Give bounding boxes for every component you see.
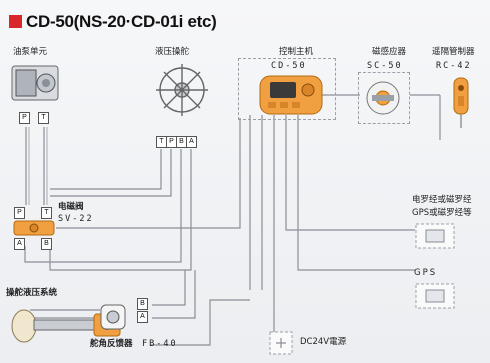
remote-label: 遥隔管制器	[432, 47, 475, 57]
steering-port-b: B	[137, 298, 148, 310]
gps-icon	[415, 283, 455, 309]
feedback-label: 舵角反馈器	[90, 339, 133, 349]
controller-label: 控制主机	[279, 47, 314, 57]
pump-icon	[11, 65, 59, 101]
feedback-code: FB-40	[142, 339, 178, 349]
helm-port-a: A	[186, 136, 197, 148]
compass-icon	[415, 223, 455, 249]
pump-port-p: P	[19, 112, 30, 124]
sensor-code: SC-50	[367, 61, 403, 71]
remote-code: RC-42	[436, 61, 472, 71]
solenoid-icon	[13, 220, 55, 236]
controller-frame	[238, 58, 336, 120]
gps-label: GPS	[414, 268, 438, 278]
solenoid-code: SV-22	[58, 214, 94, 224]
sensor-frame	[358, 72, 410, 124]
diagram-title: CD-50(NS-20·CD-01i etc)	[26, 12, 217, 31]
pump-port-t: T	[38, 112, 49, 124]
solenoid-port-b: B	[41, 238, 52, 250]
sensor-icon	[366, 81, 400, 115]
solenoid-port-a: A	[14, 238, 25, 250]
sensor-label: 磁感应器	[372, 47, 407, 57]
steering-port-a: A	[137, 311, 148, 323]
solenoid-port-t: T	[41, 207, 52, 219]
power-icon	[269, 331, 293, 355]
power-label: DC24V電源	[300, 337, 347, 347]
title-marker-icon	[9, 15, 22, 28]
solenoid-port-p: P	[14, 207, 25, 219]
compass-label-line2: GPS或磁罗经等	[412, 208, 472, 218]
hydraulic-helm-label: 液压操舵	[155, 47, 190, 57]
solenoid-label: 电磁阀	[58, 202, 84, 212]
helm-wheel-icon	[156, 64, 208, 116]
remote-icon	[453, 77, 469, 128]
compass-label-line1: 电罗经或磁罗经	[412, 195, 472, 205]
feedback-icon	[100, 304, 126, 330]
controller-code: CD-50	[271, 61, 307, 71]
oil-pump-label: 油泵单元	[13, 47, 48, 57]
controller-icon	[259, 75, 323, 115]
steering-system-label: 操舵液压系统	[6, 288, 58, 298]
